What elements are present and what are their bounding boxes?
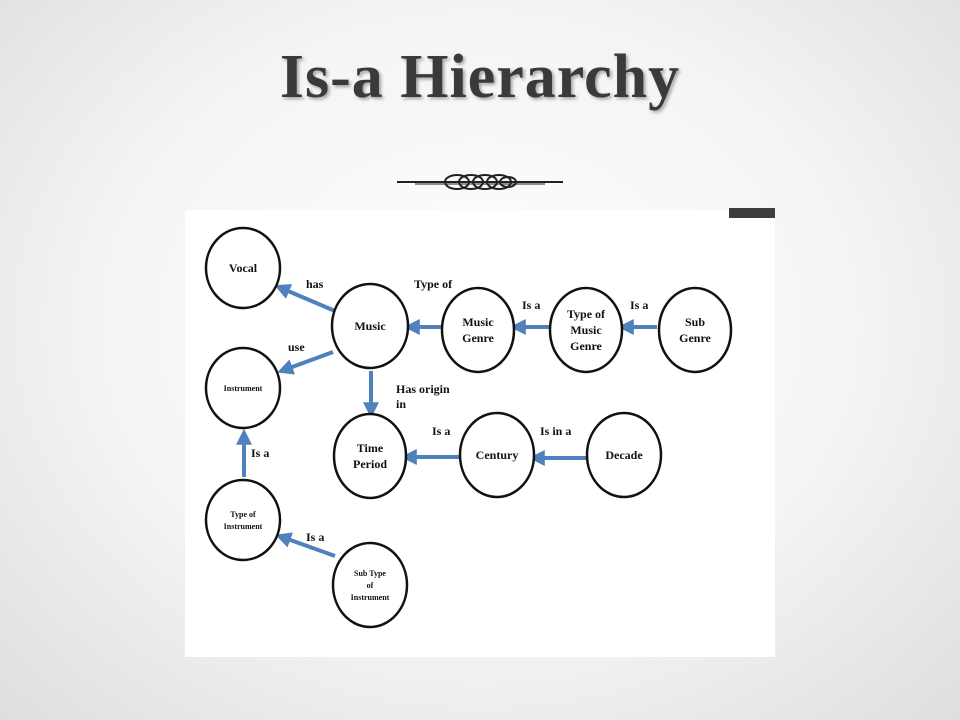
edge-label-is-a-century: Is a xyxy=(432,424,450,438)
node-circle xyxy=(657,286,733,374)
edge-label-type-of: Type of xyxy=(414,277,453,291)
node-circle xyxy=(332,412,408,500)
title-divider-ornament xyxy=(397,174,563,190)
slide-title: Is-a Hierarchy xyxy=(279,43,681,111)
node-circle xyxy=(204,478,282,562)
node-circle xyxy=(204,226,282,310)
node-circle xyxy=(458,411,536,499)
arrow-sub-type-to-type-of-instrument xyxy=(275,532,336,558)
node-label: Genre xyxy=(462,331,494,345)
edge-label-has-origin-in: in xyxy=(396,397,406,411)
node-label: Type of xyxy=(230,510,256,519)
node-label: Music xyxy=(462,315,494,329)
node-label: Instrument xyxy=(224,384,263,393)
edge-label-use: use xyxy=(288,340,305,354)
node-label: of xyxy=(367,581,374,590)
arrow-music-to-vocal xyxy=(274,284,336,313)
node-circle xyxy=(204,346,282,430)
node-label: Music xyxy=(354,319,386,333)
node-instrument: Instrument xyxy=(204,346,282,430)
edge-label-is-a-instrument: Is a xyxy=(251,446,269,460)
edge-label-has: has xyxy=(306,277,324,291)
node-circle xyxy=(548,286,624,374)
node-label: Century xyxy=(476,448,519,462)
node-circle xyxy=(330,282,410,370)
node-circle xyxy=(331,541,409,629)
node-label: Genre xyxy=(679,331,711,345)
node-music: Music xyxy=(330,282,410,370)
node-label: Instrument xyxy=(351,593,390,602)
arrow-music-to-instrument xyxy=(277,350,334,375)
node-label: Period xyxy=(353,457,387,471)
node-label: Sub Type xyxy=(354,569,386,578)
node-label: Decade xyxy=(605,448,643,462)
node-circle xyxy=(585,411,663,499)
node-type-of-instrument: Type of Instrument xyxy=(204,478,282,562)
node-decade: Decade xyxy=(585,411,663,499)
node-label: Vocal xyxy=(229,261,258,275)
node-label: Music xyxy=(570,323,602,337)
node-label: Time xyxy=(357,441,384,455)
edge-label-is-a-genre: Is a xyxy=(522,298,540,312)
edge-label-has-origin-in: Has origin xyxy=(396,382,450,396)
edge-label-is-a-subtype: Is a xyxy=(306,530,324,544)
node-century: Century xyxy=(458,411,536,499)
node-label: Sub xyxy=(685,315,705,329)
node-label: Instrument xyxy=(224,522,263,531)
node-vocal: Vocal xyxy=(204,226,282,310)
node-label: Genre xyxy=(570,339,602,353)
corner-tab xyxy=(729,208,775,218)
edge-label-is-a-subgenre: Is a xyxy=(630,298,648,312)
node-circle xyxy=(440,286,516,374)
edge-label-is-in-a: Is in a xyxy=(540,424,571,438)
node-label: Type of xyxy=(567,307,606,321)
